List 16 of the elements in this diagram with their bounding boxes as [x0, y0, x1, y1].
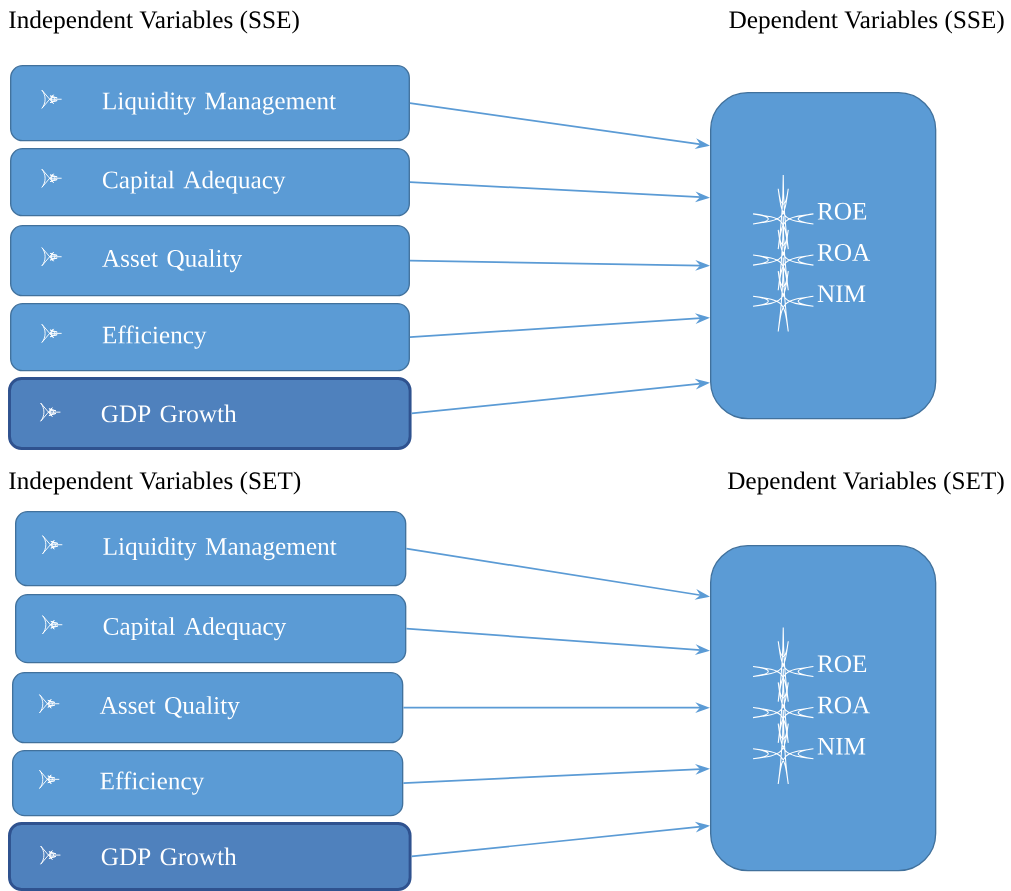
result-box: ROE ROA NIM [710, 92, 937, 420]
variable-box: Capital Adequacy [15, 594, 407, 664]
variable-box: GDP Growth [8, 377, 412, 450]
result-box: ROE ROA NIM [710, 545, 937, 872]
variable-box: Efficiency [10, 303, 410, 372]
heading: Dependent Variables (SET) [727, 471, 1004, 495]
variable-box: Capital Adequacy [10, 148, 410, 217]
variable-box: Liquidity Management [15, 511, 407, 587]
variable-box: Liquidity Management [10, 65, 410, 142]
variable-box: Asset Quality [12, 672, 404, 744]
heading: Independent Variables (SSE) [9, 10, 299, 34]
heading: Independent Variables (SET) [9, 471, 301, 495]
variable-box: GDP Growth [8, 822, 412, 891]
variable-box: Efficiency [12, 749, 404, 817]
heading: Dependent Variables (SSE) [729, 10, 1004, 34]
variable-box: Asset Quality [10, 225, 410, 297]
